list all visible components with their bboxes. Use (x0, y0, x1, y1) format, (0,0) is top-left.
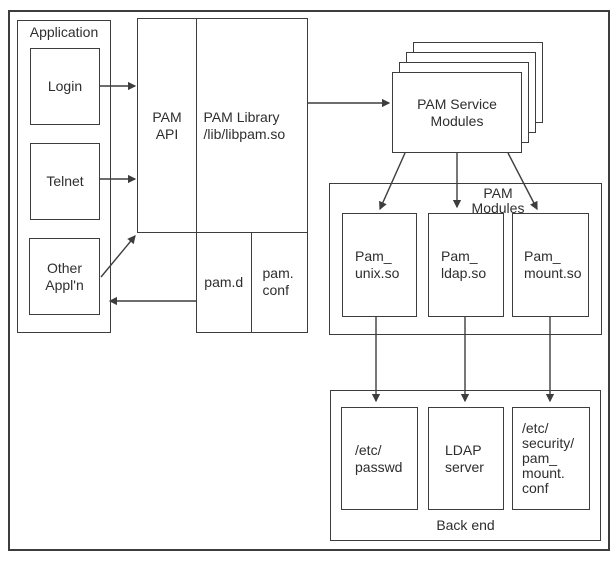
pam-service-modules-box: PAM Service Modules (392, 72, 522, 153)
pam-conf-label: pam. conf (262, 265, 294, 299)
application-label: Application (29, 24, 99, 40)
pam-library-label: PAM Library /lib/libpam.so (203, 108, 286, 142)
login-box: Login (30, 48, 100, 125)
telnet-box: Telnet (30, 143, 100, 220)
pam-mount-label: Pam_ mount.so (524, 248, 582, 281)
pam-modules-label: PAM Modules (471, 185, 525, 216)
ldap-server-box: LDAP server (428, 407, 504, 510)
back-end-label: Back end (436, 517, 495, 533)
pam-unix-label: Pam_ unix.so (355, 248, 400, 281)
pam-mount-conf-label: /etc/ security/ pam_ mount. conf (522, 420, 575, 496)
other-appln-box: Other Appl'n (29, 238, 100, 315)
etc-passwd-box: /etc/ passwd (341, 407, 418, 510)
pam-ldap-box: Pam_ ldap.so (428, 213, 504, 317)
etc-passwd-label: /etc/ passwd (355, 441, 403, 475)
pam-mount-conf-box: /etc/ security/ pam_ mount. conf (512, 407, 590, 510)
pam-api-box: PAM API (137, 18, 197, 233)
pam-conf-box: pam. conf (250, 231, 308, 333)
pam-ldap-label: Pam_ ldap.so (441, 248, 487, 281)
pam-mount-box: Pam_ mount.so (512, 213, 589, 317)
pam-service-modules-label: PAM Service Modules (417, 95, 497, 129)
telnet-label: Telnet (46, 173, 84, 189)
pam-d-box: pam.d (195, 231, 252, 333)
pam-library-box: PAM Library /lib/libpam.so (195, 18, 308, 233)
pam-unix-box: Pam_ unix.so (342, 213, 417, 317)
other-appln-label: Other Appl'n (45, 259, 84, 293)
ldap-server-label: LDAP server (445, 441, 484, 475)
pam-d-label: pam.d (204, 273, 244, 290)
login-label: Login (47, 78, 83, 94)
pam-api-label: PAM API (152, 108, 182, 142)
